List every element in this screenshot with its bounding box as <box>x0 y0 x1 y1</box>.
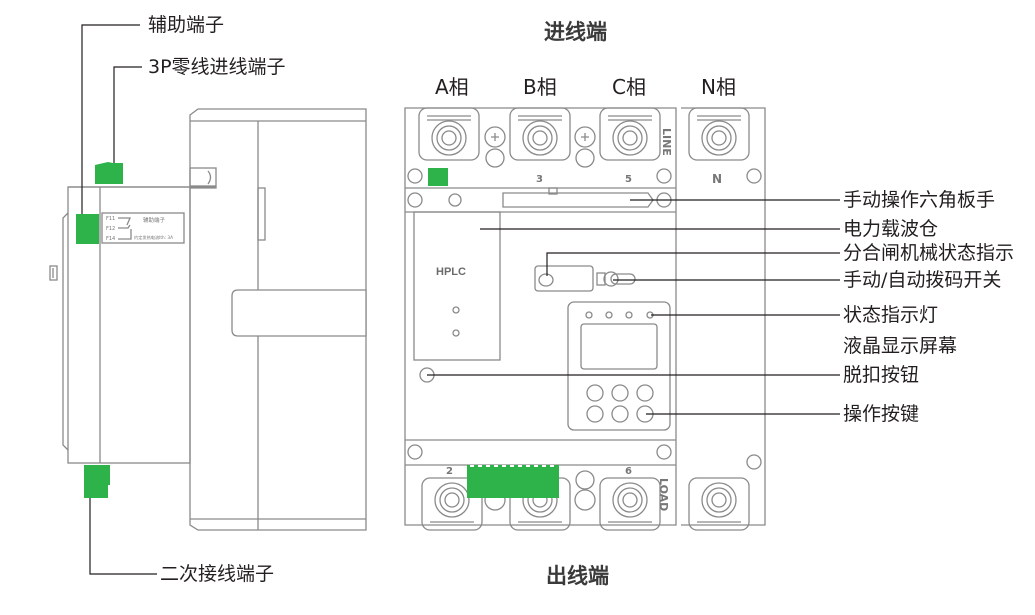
phase-n-label: N相 <box>701 75 736 99</box>
status-led-label: 状态指示灯 <box>843 304 939 326</box>
status-led <box>605 311 613 319</box>
aux-contact-symbol <box>118 217 132 240</box>
side-base <box>67 186 191 464</box>
mechanical-status-indicator <box>538 273 554 287</box>
terminal-n-line <box>688 107 750 161</box>
aux-plate-rating: 约定发热电流Ith: 3A <box>134 234 173 241</box>
line-mark-5: 5 <box>625 174 632 185</box>
operation-key[interactable] <box>636 384 654 402</box>
terminal-a-line <box>418 107 480 161</box>
screw-icon <box>407 168 423 184</box>
screw-icon <box>746 454 762 470</box>
load-mark-6: 6 <box>625 466 632 477</box>
pin-f11: F11 <box>106 216 115 222</box>
pin-f14: F14 <box>106 236 115 242</box>
front-view: 3 5 N LINE HPLC <box>404 107 840 531</box>
side-tab <box>257 187 266 241</box>
operation-key[interactable] <box>586 384 604 402</box>
line-side-title: 进线端 <box>544 20 607 44</box>
neutral-in-terminal-label: 3P零线进线端子 <box>148 56 286 78</box>
load-text: LOAD <box>657 478 670 511</box>
carrier-compartment-label: 电力载波仓 <box>843 218 939 240</box>
lcd-screen <box>580 323 658 370</box>
leader-neutral-terminal <box>113 66 142 163</box>
screw-icon <box>484 126 506 148</box>
line-text: LINE <box>660 128 673 156</box>
leader-secondary-terminal <box>89 498 157 575</box>
leader-mechanical-status <box>546 252 840 276</box>
load-terminals <box>421 470 750 531</box>
screw-icon <box>574 126 596 148</box>
screw-icon <box>407 192 423 208</box>
terminal-c-load <box>599 477 661 531</box>
pin-f12: F12 <box>106 226 115 232</box>
mechanical-status-label: 分合闸机械状态指示 <box>843 242 1015 264</box>
line-mark-3: 3 <box>536 174 543 185</box>
screw-icon <box>574 489 596 511</box>
screw-icon <box>656 444 672 460</box>
side-left-pin <box>49 265 58 281</box>
screw-icon <box>407 444 423 460</box>
front-neutral-frame <box>681 107 766 526</box>
hex-wrench <box>502 192 654 208</box>
operation-keys-label: 操作按键 <box>843 403 920 425</box>
operation-key[interactable] <box>611 384 629 402</box>
secondary-terminal-label: 二次接线端子 <box>160 563 275 585</box>
side-view: F11 F12 F14 辅助端子 约定发热电流Ith: 3A <box>49 24 367 575</box>
secondary-terminal-block <box>84 465 110 498</box>
hplc-indicator <box>452 329 460 337</box>
operation-key[interactable] <box>586 405 604 423</box>
aux-terminal-block <box>76 214 99 244</box>
aux-terminal-plate <box>101 212 185 244</box>
hplc-label: HPLC <box>436 266 466 278</box>
front-main-frame <box>404 107 677 526</box>
operation-key[interactable] <box>611 405 629 423</box>
phase-c-label: C相 <box>612 75 646 99</box>
leader-aux-terminal <box>81 24 140 214</box>
terminal-b-line <box>509 107 571 161</box>
phase-a-label: A相 <box>435 75 469 99</box>
load-side-title: 出线端 <box>546 564 609 588</box>
phase-b-label: B相 <box>523 75 557 99</box>
aux-terminal-label: 辅助端子 <box>148 14 225 36</box>
front-green-terminal <box>428 168 448 186</box>
terminal-n-load <box>688 477 750 531</box>
neutral-in-terminal <box>95 162 123 184</box>
terminal-a-load <box>421 477 483 531</box>
load-mark-2: 2 <box>446 466 453 477</box>
side-handle <box>231 289 367 337</box>
screw-icon <box>448 193 462 207</box>
screw-icon <box>656 168 672 184</box>
hplc-module <box>413 211 501 361</box>
control-panel <box>567 301 671 431</box>
line-terminals <box>418 107 750 168</box>
status-led <box>625 311 633 319</box>
line-mark-n: N <box>712 172 722 186</box>
lcd-screen-label: 液晶显示屏幕 <box>843 335 958 357</box>
dip-switch <box>603 271 619 287</box>
hex-wrench-label: 手动操作六角板手 <box>843 189 996 211</box>
trip-button-label: 脱扣按钮 <box>843 364 920 386</box>
status-led <box>585 311 593 319</box>
terminal-c-line <box>599 107 661 161</box>
dip-switch-label: 手动/自动拨码开关 <box>843 269 1002 291</box>
mechanical-status-window <box>534 265 594 292</box>
side-top-clip <box>189 167 217 187</box>
aux-plate-title: 辅助端子 <box>143 216 166 224</box>
screw-icon <box>746 168 762 184</box>
front-secondary-terminal-strip <box>467 465 559 498</box>
side-body-outline <box>189 108 367 531</box>
hplc-indicator <box>452 306 460 314</box>
